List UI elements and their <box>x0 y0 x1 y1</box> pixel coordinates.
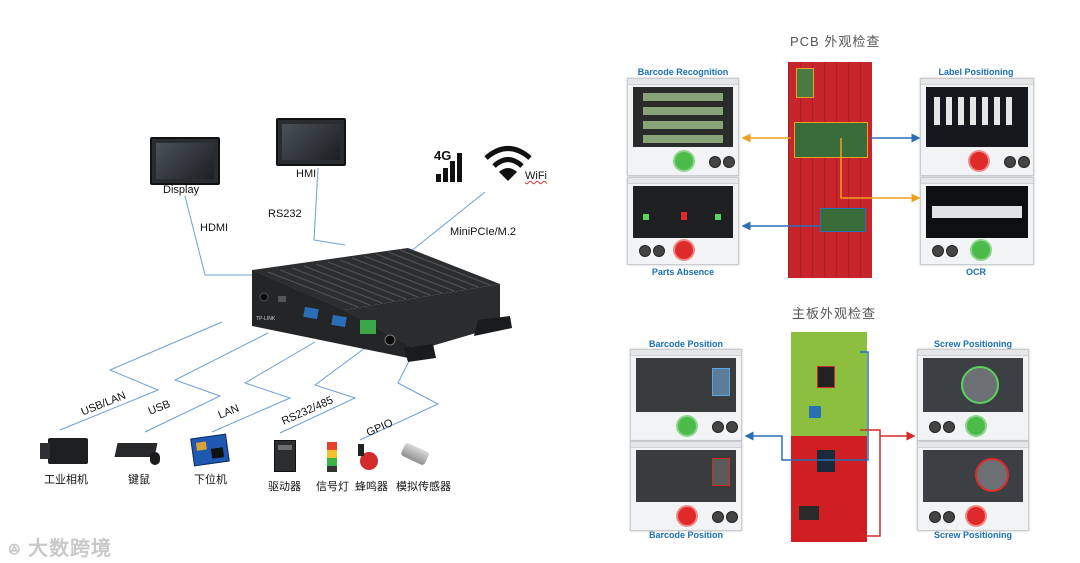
plc-board-icon <box>190 433 230 467</box>
barcode-position-window-top <box>630 349 742 441</box>
label-positioning-window <box>920 78 1034 176</box>
servo-driver-icon <box>274 440 296 472</box>
sensor-label: 模拟传感器 <box>396 481 451 493</box>
wifi-label: WiFi <box>525 170 547 182</box>
hmi-label: HMI <box>296 168 317 180</box>
barcode-position-caption-top: Barcode Position <box>648 339 723 349</box>
mouse-icon <box>150 452 160 465</box>
barcode-position-caption-bottom: Barcode Position <box>648 530 723 540</box>
parts-absence-caption: Parts Absence <box>651 267 715 277</box>
hmi-icon <box>276 118 346 166</box>
driver-label: 驱动器 <box>268 481 301 493</box>
pcb-section-title: PCB 外观检查 <box>790 34 881 49</box>
plc-label: 下位机 <box>194 474 227 486</box>
lte-label: 4G <box>434 148 452 163</box>
hdmi-label: HDMI <box>200 222 229 234</box>
barcode-recognition-caption: Barcode Recognition <box>637 67 729 77</box>
screw-positioning-caption-top: Screw Positioning <box>933 339 1012 349</box>
keyboard-label: 键鼠 <box>128 474 150 486</box>
buzzer-label: 蜂鸣器 <box>355 481 388 493</box>
ocr-caption: OCR <box>966 267 986 277</box>
connection-lines <box>59 167 486 441</box>
svg-text:TP-LINK: TP-LINK <box>256 316 276 322</box>
wifi-icon <box>484 146 532 181</box>
screw-positioning-window-top <box>917 349 1029 441</box>
barcode-position-window-bottom <box>630 441 742 531</box>
mainboard-section-title: 主板外观检查 <box>792 306 877 321</box>
mainboard-image <box>791 332 867 542</box>
display-icon <box>150 137 220 185</box>
camera-icon <box>40 438 88 464</box>
watermark: ꔮ 大数跨境 <box>8 532 112 561</box>
watermark-text: 大数跨境 <box>28 538 113 560</box>
screw-positioning-window-bottom <box>917 441 1029 531</box>
watermark-logo-icon: ꔮ <box>8 542 22 559</box>
parts-absence-window <box>627 177 739 265</box>
lte-signal-icon: 4G <box>432 148 472 184</box>
signal-light-label: 信号灯 <box>316 481 349 493</box>
display-label: Display <box>163 184 200 196</box>
ocr-window <box>920 177 1034 265</box>
rs232-label: RS232 <box>268 208 302 220</box>
industrial-pc: TP-LINK <box>252 248 512 362</box>
screw-positioning-caption-bottom: Screw Positioning <box>933 530 1012 540</box>
pcb-board-image <box>788 62 872 278</box>
buzzer-icon <box>358 444 378 470</box>
pcb-arrows <box>741 133 921 230</box>
camera-label: 工业相机 <box>44 474 88 486</box>
minipcie-label: MiniPCIe/M.2 <box>450 226 517 238</box>
label-positioning-caption: Label Positioning <box>938 67 1014 77</box>
mainboard-arrows <box>744 351 916 537</box>
barcode-recognition-window <box>627 78 739 176</box>
signal-light-icon <box>327 442 337 472</box>
